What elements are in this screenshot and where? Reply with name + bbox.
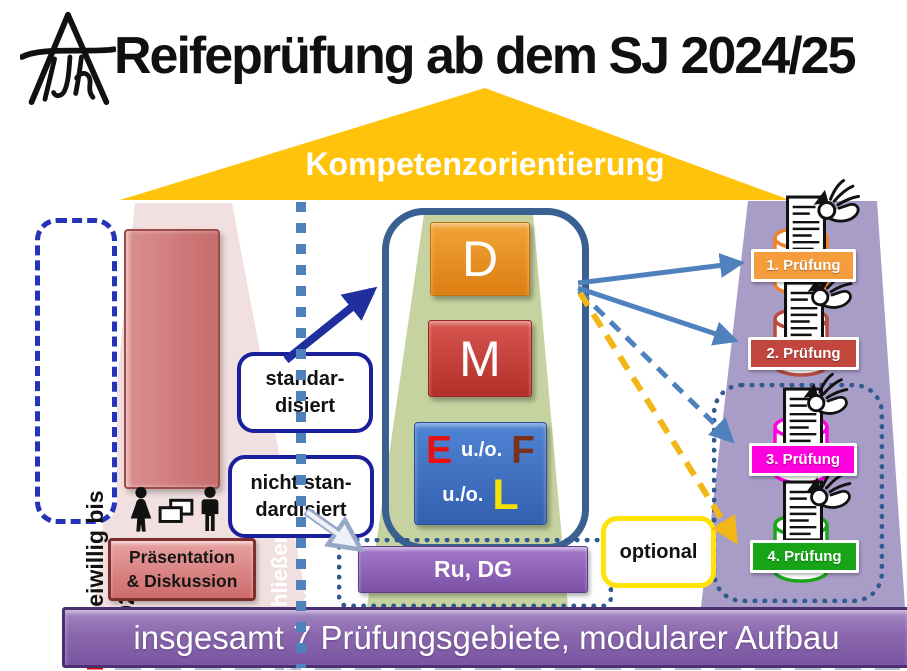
presentation-line1: Präsentation bbox=[129, 546, 235, 567]
ok-hand-icon-4 bbox=[806, 466, 852, 509]
exam-label-1: 1. Prüfung bbox=[751, 249, 856, 282]
subject-e: E bbox=[426, 428, 453, 472]
woman-icon bbox=[130, 487, 152, 532]
presentation-frames-icon bbox=[158, 498, 194, 523]
man-icon bbox=[201, 486, 219, 531]
presentation-line2: & Diskussion bbox=[126, 570, 238, 591]
document-icon-1 bbox=[786, 195, 826, 257]
rudg-box: Ru, DG bbox=[358, 546, 588, 593]
ok-hand-icon-1 bbox=[813, 179, 861, 223]
efl-row2: u./o. L bbox=[415, 470, 546, 519]
exam-label-3: 3. Prüfung bbox=[749, 443, 857, 476]
subject-box-d: D bbox=[430, 222, 530, 296]
subject-f: F bbox=[511, 428, 535, 472]
ok-hand-icon-3 bbox=[803, 372, 849, 415]
optional-box: optional bbox=[601, 516, 716, 588]
exam-label-2: 2. Prüfung bbox=[748, 337, 859, 370]
uo-label-2: u./o. bbox=[442, 483, 484, 506]
uo-label-1: u./o. bbox=[461, 438, 503, 461]
roof-label: Kompetenzorientierung bbox=[305, 146, 665, 182]
subject-box-m: M bbox=[428, 320, 532, 397]
dotted-vertical-divider bbox=[296, 202, 306, 668]
roof-triangle bbox=[120, 88, 790, 200]
neu-rest: freiwillig bis bbox=[81, 490, 108, 624]
aba-box: „Abschließende Arbeit“ (ABA) bbox=[124, 229, 326, 671]
subject-box-efl: E u./o. F u./o. L bbox=[414, 422, 547, 525]
presentation-box: Präsentation & Diskussion bbox=[108, 538, 256, 601]
neu-dashed-box: NEU:freiwillig bis 2028/29 bbox=[35, 218, 139, 671]
footer-bar: insgesamt 7 Prüfungsgebiete, modularer A… bbox=[62, 607, 907, 668]
school-logo-icon bbox=[20, 11, 116, 105]
exam-label-4: 4. Prüfung bbox=[750, 540, 859, 573]
page-title: Reifeprüfung ab dem SJ 2024/25 bbox=[114, 27, 857, 85]
subject-l: L bbox=[492, 470, 519, 519]
efl-row1: E u./o. F bbox=[415, 431, 546, 470]
